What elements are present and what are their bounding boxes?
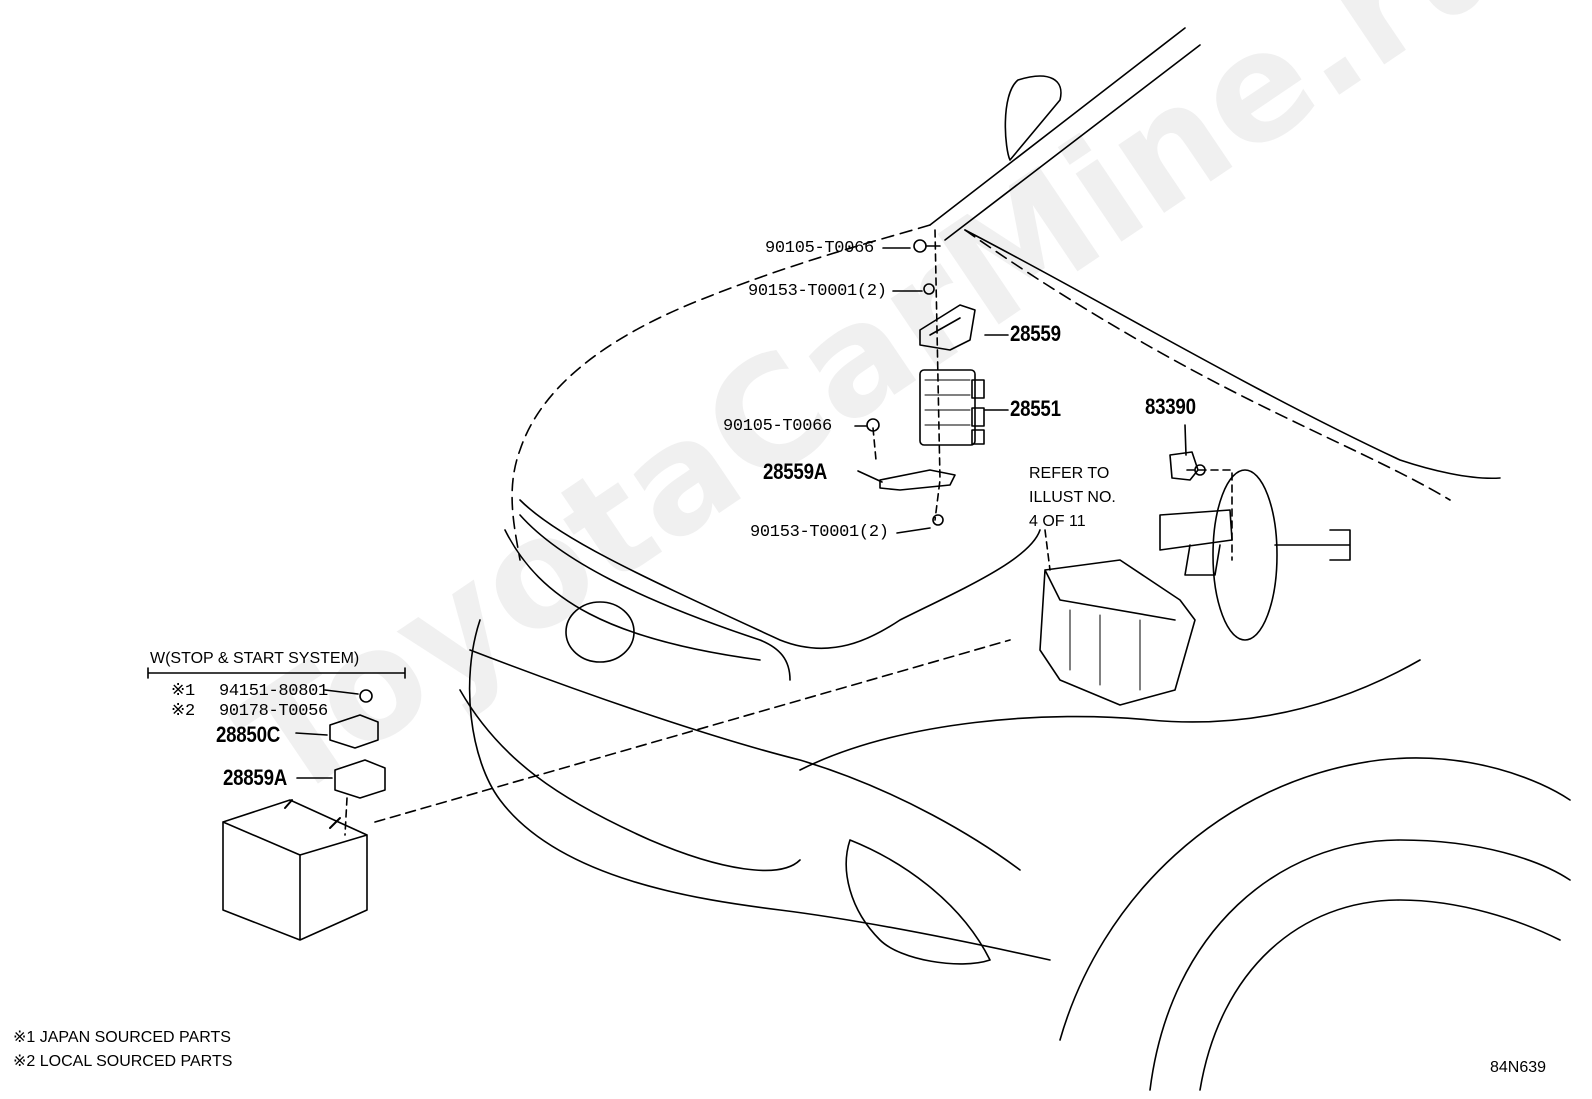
bolt-lower: [866, 418, 880, 432]
refer-note-line2: ILLUST NO.: [1029, 489, 1116, 506]
brake-booster: [1212, 469, 1278, 641]
label-83390: 83390: [1145, 394, 1196, 419]
sensor-28850c: [329, 714, 379, 749]
clamp-28859a: [334, 759, 386, 799]
bracket-28559a: [879, 469, 956, 491]
mark-2: ※2: [171, 702, 195, 721]
switch-83390: [1169, 451, 1199, 481]
footnote-1: ※1 JAPAN SOURCED PARTS: [13, 1029, 231, 1046]
label-90153-top: 90153-T0001(2): [748, 282, 887, 301]
refer-note-line1: REFER TO: [1029, 465, 1110, 482]
label-90105-lower: 90105-T0066: [723, 417, 832, 436]
tire-inner: [1199, 899, 1561, 1091]
battery-dash: [374, 639, 1011, 823]
hood-outline: [511, 224, 1451, 561]
ecu-module: [919, 369, 976, 446]
diagram-code: 84N639: [1490, 1059, 1547, 1076]
front-grille-lower: [504, 529, 761, 661]
master-cylinder: [1159, 509, 1233, 576]
label-90153-lower: 90153-T0001(2): [750, 523, 889, 542]
windshield-outline: [929, 27, 1201, 241]
fender-line: [799, 659, 1421, 771]
label-28850c: 28850C: [216, 722, 280, 747]
emblem: [565, 601, 635, 663]
label-90178: 90178-T0056: [219, 702, 328, 721]
nut-lower: [932, 514, 944, 526]
headlamp-outline: [519, 499, 1041, 649]
front-grille-upper: [519, 514, 791, 681]
nut-94151: [359, 689, 373, 703]
bumper-upper-line: [469, 649, 1021, 871]
battery: [222, 799, 368, 941]
lower-grille: [459, 689, 801, 872]
label-90105-top: 90105-T0066: [765, 239, 874, 258]
group-title: W(STOP & START SYSTEM): [150, 650, 360, 667]
cowl-line: [964, 229, 1501, 480]
fog-lamp-recess: [845, 839, 991, 965]
fuse-box: [1039, 559, 1196, 706]
group-bracket: [147, 667, 406, 679]
assembly-line-bolt: [872, 427, 877, 461]
tire-outer: [1149, 839, 1571, 1091]
refer-leader: [1044, 529, 1051, 571]
label-28551: 28551: [1010, 396, 1061, 421]
switch-dash: [1186, 469, 1233, 561]
assembly-line-top: [934, 229, 941, 521]
bumper-outline: [468, 619, 1051, 961]
label-28559a: 28559A: [763, 459, 827, 484]
wheel-arch: [1059, 757, 1571, 1041]
label-94151: 94151-80801: [219, 682, 328, 701]
nut-top: [923, 283, 935, 295]
label-28859a: 28859A: [223, 765, 287, 790]
mark-1: ※1: [171, 682, 195, 701]
label-28559: 28559: [1010, 321, 1061, 346]
refer-note-line3: 4 OF 11: [1029, 513, 1086, 530]
footnote-2: ※2 LOCAL SOURCED PARTS: [13, 1053, 233, 1070]
bracket-28559: [919, 304, 976, 351]
bolt-top: [913, 239, 927, 253]
